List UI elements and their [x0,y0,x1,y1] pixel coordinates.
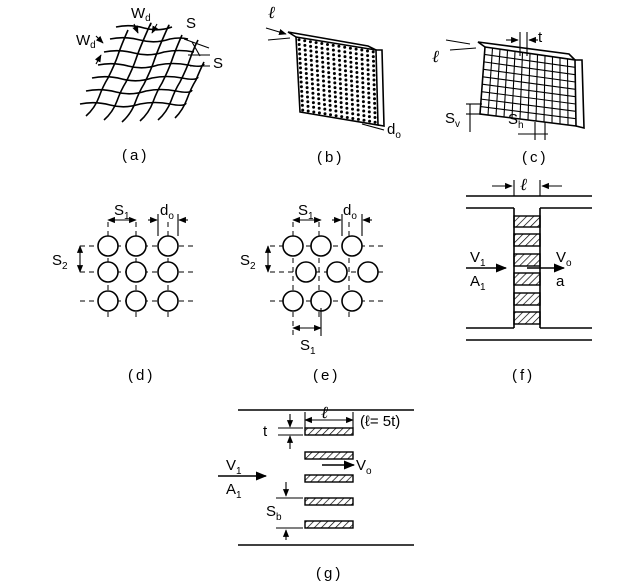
e-holes [283,236,378,311]
panel-e-label: (e) [313,367,340,384]
wd-top-arrow [134,24,138,33]
panel-c-grid-block: ℓ t Sv Sh (c) [432,29,584,166]
depth-leader-2 [450,48,476,50]
e-do-label: do [343,202,357,222]
e-s1-bottom-label: S1 [300,337,316,357]
panel-c-label: (c) [522,149,549,166]
panel-d-label: (d) [128,367,155,384]
f-a1-label: A1 [470,273,486,293]
plate-holes [298,38,377,123]
g-ratio-label: (ℓ= 5t) [360,413,400,430]
wd-top-arrow-2 [152,24,157,33]
hole-diameter-label: do [387,121,401,141]
s-top-label: S [186,15,196,32]
g-t-label: t [263,423,268,440]
thickness-leader [268,38,290,40]
panel-a-wire-screen: Wd Wd S S (a) [76,5,223,164]
f-vo-label: Vo [556,249,572,269]
d-s2-label: S2 [52,252,68,272]
panel-g-label: (g) [316,565,343,582]
louver-slats [305,428,353,528]
depth-label: ℓ [432,47,439,66]
s-right-label: S [213,55,223,72]
wd-left-arrow [96,36,103,43]
panel-f-duct-screen: ℓ V1 A1 Vo a (f) [466,175,592,384]
e-s1-top-label: S1 [298,202,314,222]
depth-leader [446,40,470,44]
thickness-label: ℓ [268,3,275,22]
thickness-arrow [266,28,286,34]
f-v1-label: V1 [470,249,486,269]
panel-a-label: (a) [122,147,149,164]
panel-b-perforated-plate: ℓ do (b) [266,3,401,166]
panel-f-label: (f) [512,367,535,384]
wd-left-arrow-2 [96,55,101,64]
panel-b-label: (b) [317,149,344,166]
grid-cells [481,48,576,125]
panel-g-louver: ℓ (ℓ= 5t) t V1 A1 Vo Sb (g) [218,403,414,582]
panel-e-staggered-array: S1 do S2 S1 (e) [240,202,385,384]
f-thickness-label: ℓ [520,175,527,194]
wd-left-label: Wd [76,32,96,51]
d-holes [98,236,178,311]
wd-top-label: Wd [131,5,151,24]
d-do-label: do [160,202,174,222]
wall-thickness-label: t [538,29,543,46]
f-a-label: a [556,273,565,290]
sv-label: Sv [445,110,460,130]
g-length-label: ℓ [321,403,328,422]
s-top-leader [184,39,209,48]
g-v1-label: V1 [226,457,242,477]
e-s2-label: S2 [240,252,256,272]
panel-d-square-array: S1 do S2 (d) [52,202,196,384]
screen-bars [514,216,540,324]
g-a1-label: A1 [226,481,242,501]
g-vo-label: Vo [356,457,372,477]
sh-label: Sh [508,111,524,131]
g-sb-label: Sb [266,503,282,523]
d-s1-label: S1 [114,202,130,222]
